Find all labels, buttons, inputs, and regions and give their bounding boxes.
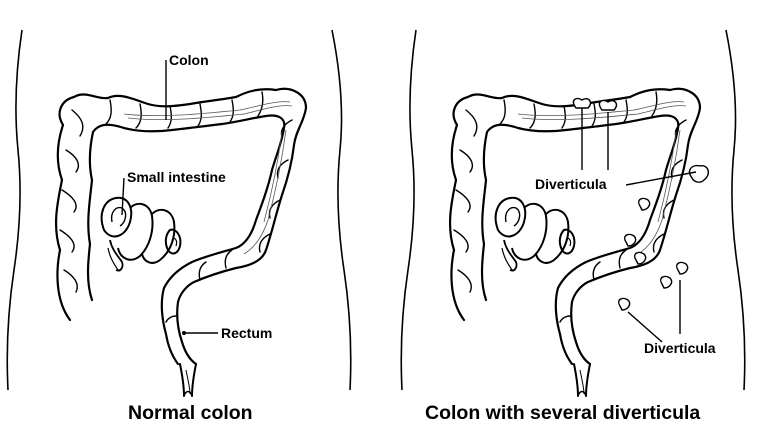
left-body-outline-right (332, 30, 351, 390)
label-small-intestine: Small intestine (127, 169, 226, 185)
left-panel (7, 30, 351, 396)
rectum-leader-dot (182, 331, 186, 335)
caption-colon-with-diverticula: Colon with several diverticula (425, 402, 700, 425)
diverticula-lower-leader-2 (628, 312, 662, 342)
label-colon: Colon (169, 52, 209, 68)
left-small-intestine (102, 198, 181, 271)
right-small-intestine (496, 198, 575, 271)
caption-normal-colon: Normal colon (128, 402, 253, 425)
label-diverticula-lower: Diverticula (644, 340, 716, 356)
right-body-outline-left (401, 30, 416, 390)
label-rectum: Rectum (221, 325, 272, 341)
left-body-outline-left (7, 30, 22, 390)
right-body-outline-right (726, 30, 745, 390)
diverticula-upper-leader-3 (626, 172, 696, 185)
label-diverticula-upper: Diverticula (535, 176, 607, 192)
